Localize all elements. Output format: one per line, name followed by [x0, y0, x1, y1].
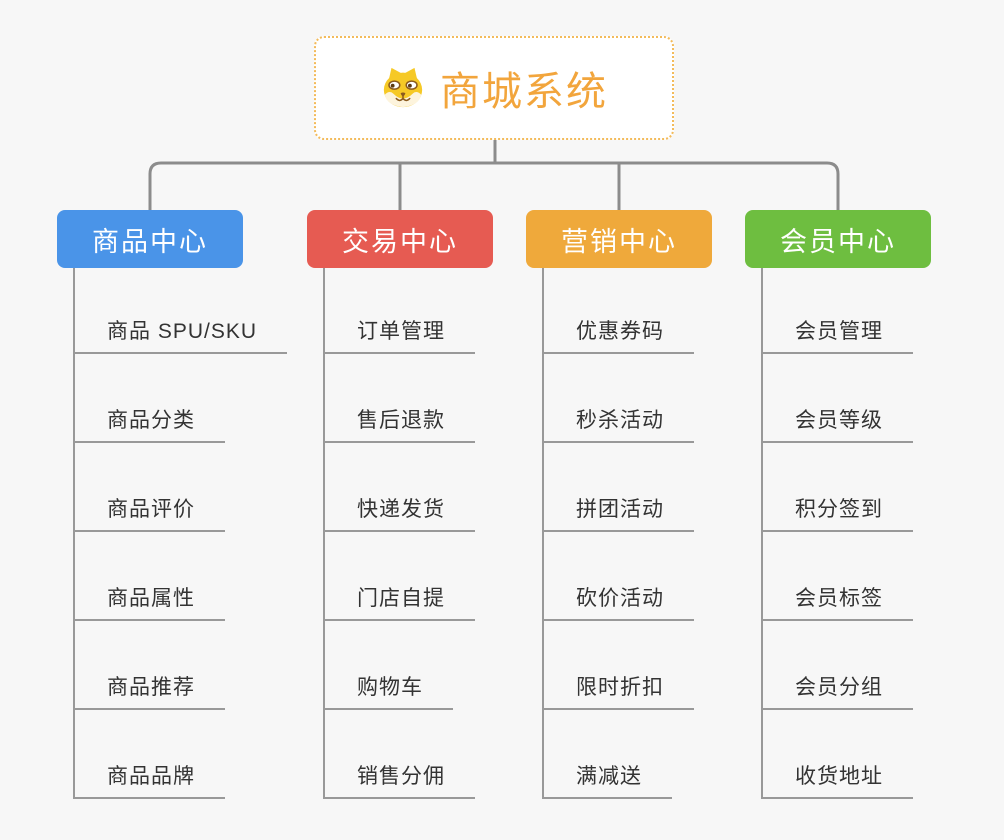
branch-marketing-center: 营销中心 优惠券码 秒杀活动 拼团活动 砍价活动 限时折扣 满减送 [526, 210, 712, 799]
leaf-node[interactable]: 售后退款 [325, 354, 475, 443]
category-node-member[interactable]: 会员中心 [745, 210, 931, 268]
leaf-node[interactable]: 会员管理 [763, 268, 913, 354]
category-node-product[interactable]: 商品中心 [57, 210, 243, 268]
leaf-node[interactable]: 订单管理 [325, 268, 475, 354]
leaf-node[interactable]: 商品属性 [75, 532, 225, 621]
leaf-node[interactable]: 秒杀活动 [544, 354, 694, 443]
leaf-node[interactable]: 销售分佣 [325, 710, 475, 799]
leaf-node[interactable]: 拼团活动 [544, 443, 694, 532]
leaf-node[interactable]: 商品品牌 [75, 710, 225, 799]
leaf-node[interactable]: 优惠券码 [544, 268, 694, 354]
leaf-node[interactable]: 商品评价 [75, 443, 225, 532]
leaf-node[interactable]: 砍价活动 [544, 532, 694, 621]
leaf-list-product: 商品 SPU/SKU 商品分类 商品评价 商品属性 商品推荐 商品品牌 [73, 268, 288, 799]
leaf-list-member: 会员管理 会员等级 积分签到 会员标签 会员分组 收货地址 [761, 268, 931, 799]
leaf-node[interactable]: 门店自提 [325, 532, 475, 621]
category-node-trade[interactable]: 交易中心 [307, 210, 493, 268]
root-title: 商城系统 [440, 70, 608, 114]
leaf-node[interactable]: 满减送 [544, 710, 672, 799]
leaf-node[interactable]: 会员标签 [763, 532, 913, 621]
leaf-node[interactable]: 限时折扣 [544, 621, 694, 710]
leaf-list-marketing: 优惠券码 秒杀活动 拼团活动 砍价活动 限时折扣 满减送 [542, 268, 712, 799]
leaf-node[interactable]: 会员分组 [763, 621, 913, 710]
leaf-node[interactable]: 购物车 [325, 621, 453, 710]
leaf-node[interactable]: 积分签到 [763, 443, 913, 532]
leaf-node[interactable]: 收货地址 [763, 710, 913, 799]
leaf-node[interactable]: 商品分类 [75, 354, 225, 443]
branch-product-center: 商品中心 商品 SPU/SKU 商品分类 商品评价 商品属性 商品推荐 商品品牌 [57, 210, 288, 799]
leaf-node[interactable]: 商品 SPU/SKU [75, 268, 288, 354]
branch-member-center: 会员中心 会员管理 会员等级 积分签到 会员标签 会员分组 收货地址 [745, 210, 931, 799]
leaf-list-trade: 订单管理 售后退款 快递发货 门店自提 购物车 销售分佣 [323, 268, 493, 799]
leaf-node[interactable]: 会员等级 [763, 354, 913, 443]
category-node-marketing[interactable]: 营销中心 [526, 210, 712, 268]
dog-face-icon [380, 65, 426, 111]
leaf-node[interactable]: 商品推荐 [75, 621, 225, 710]
leaf-node[interactable]: 快递发货 [325, 443, 475, 532]
root-node[interactable]: 商城系统 [314, 36, 674, 140]
branch-trade-center: 交易中心 订单管理 售后退款 快递发货 门店自提 购物车 销售分佣 [307, 210, 493, 799]
